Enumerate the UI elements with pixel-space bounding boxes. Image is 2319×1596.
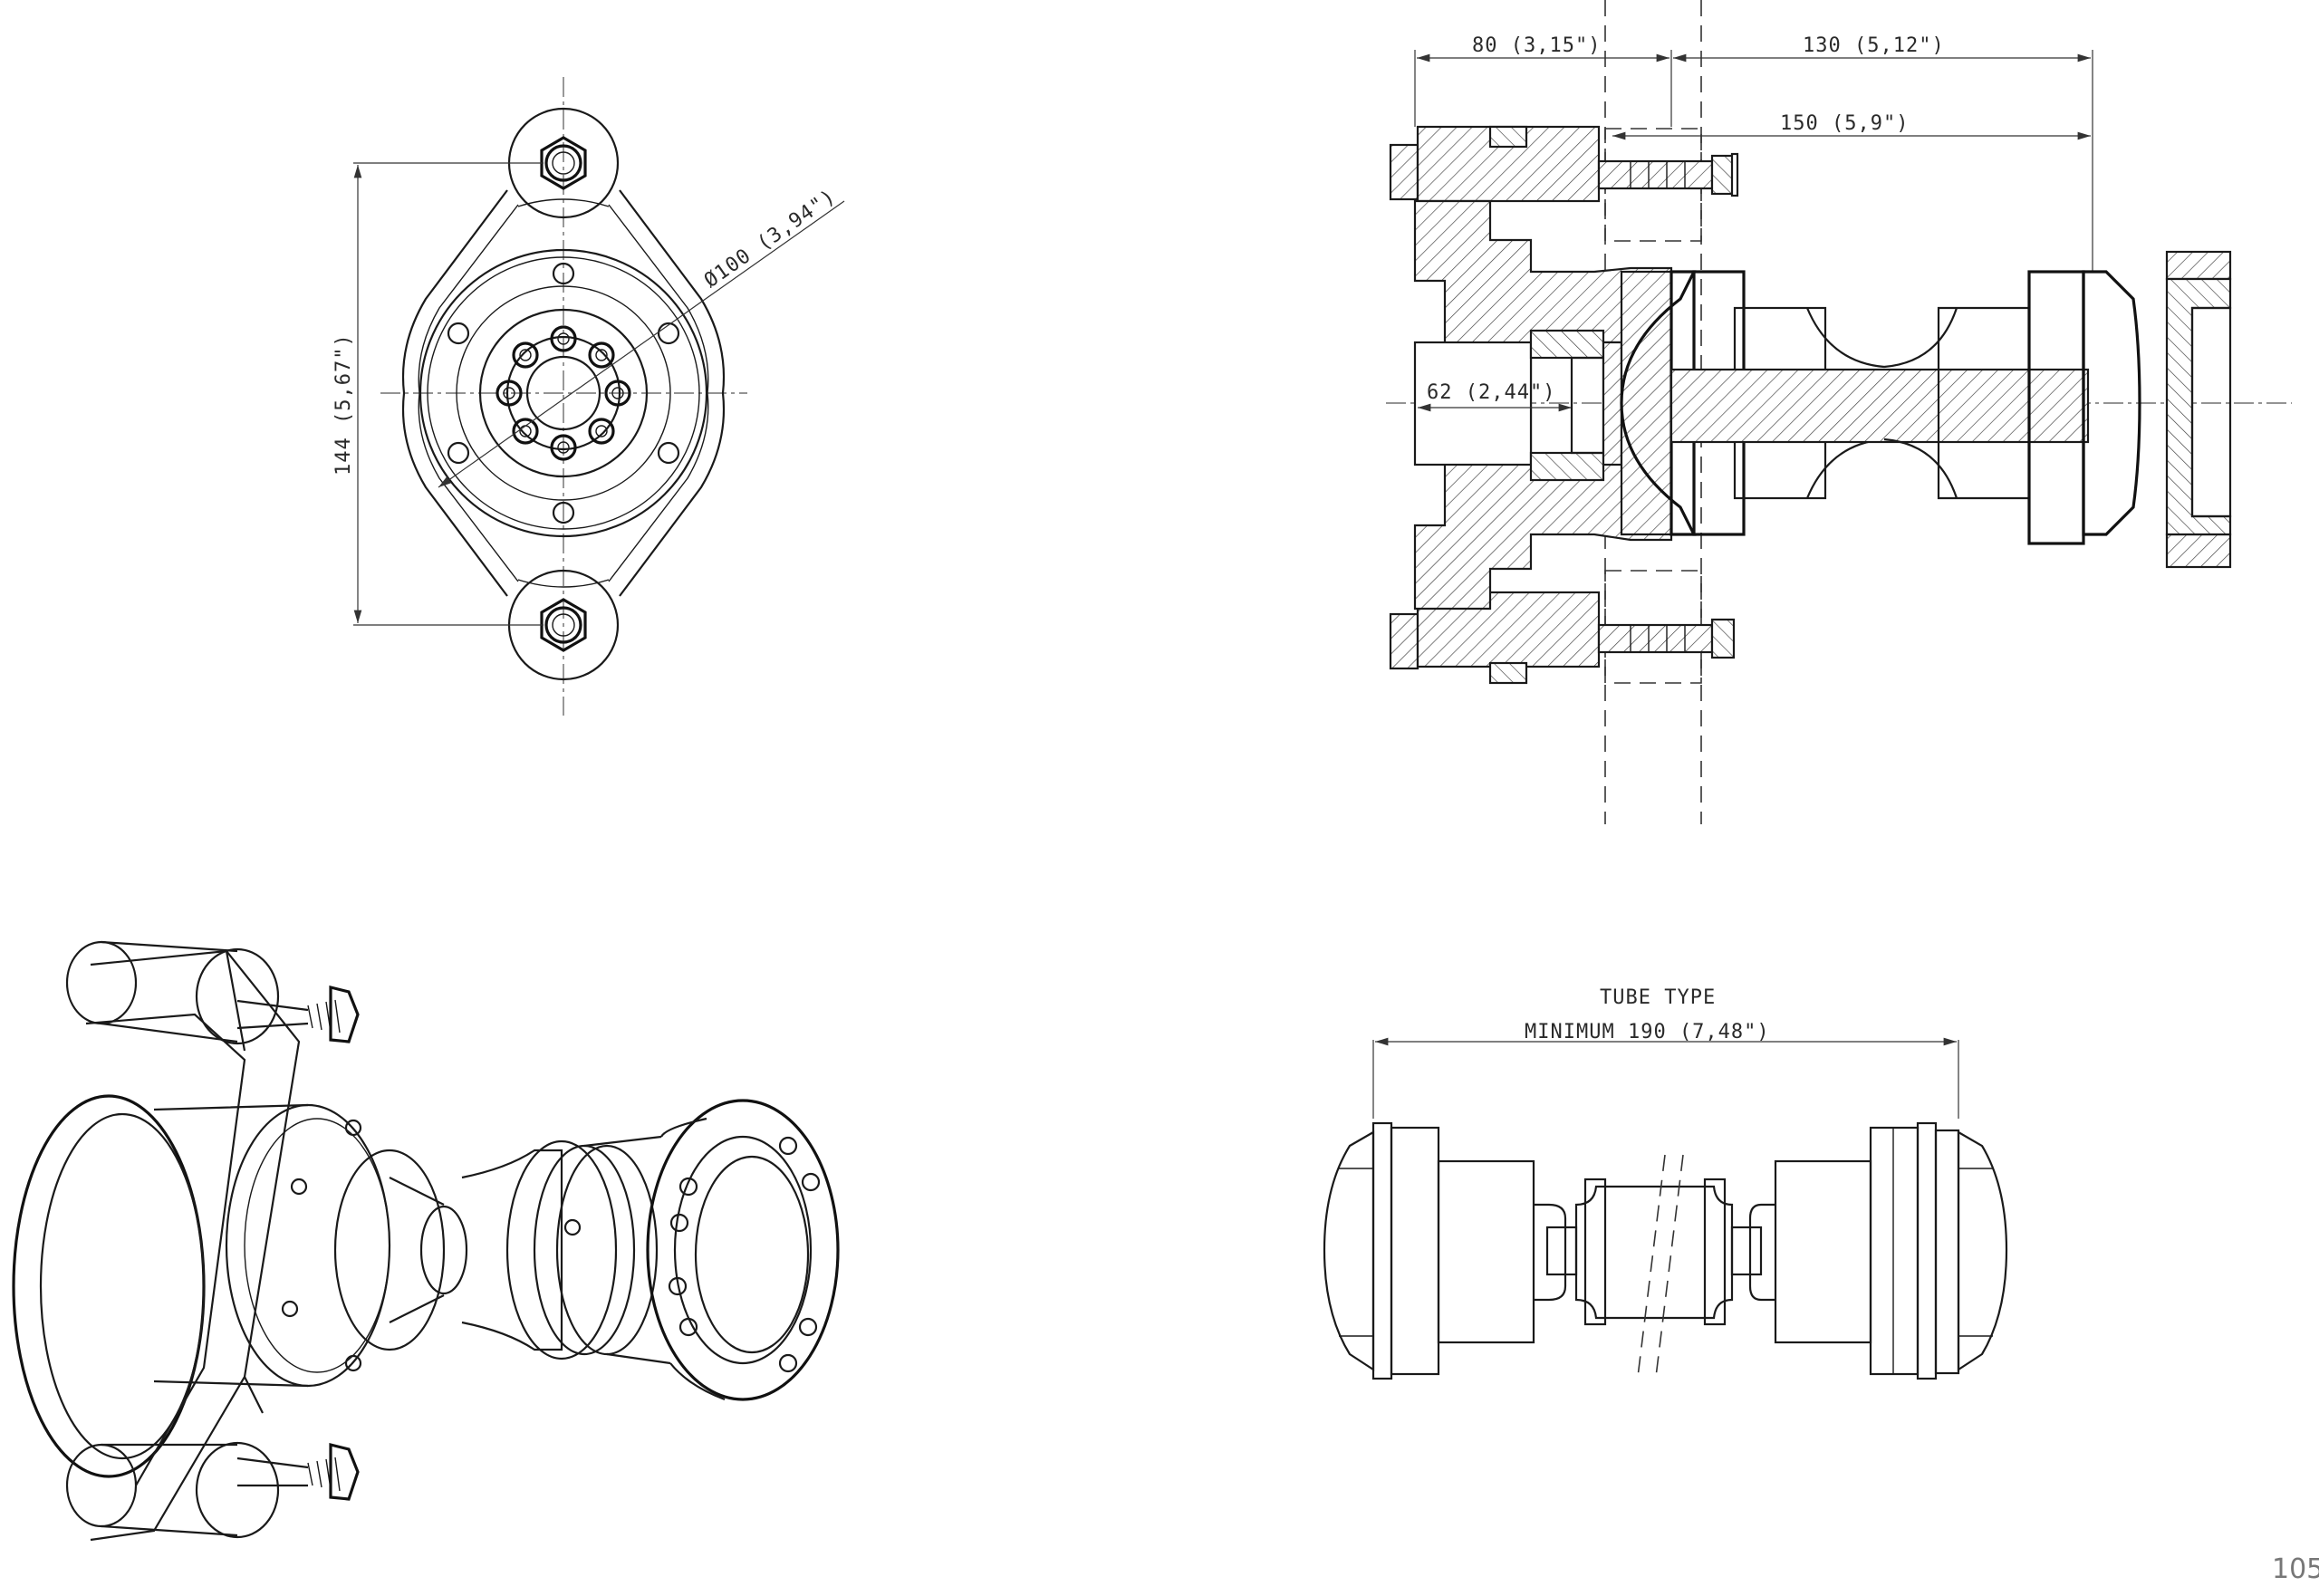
top-bolt-icon — [540, 136, 587, 190]
section-view: 80 (3,15") 130 (5,12") 150 (5,9") 62 (2,… — [1386, 0, 2292, 824]
iso-end-flange — [646, 1099, 840, 1401]
bottom-bolt-icon — [540, 598, 587, 652]
bearing — [1529, 329, 1623, 482]
front-view: 144 (5,67") Ø100 (3,94") — [332, 77, 845, 716]
section-shaft — [1669, 368, 2090, 444]
isometric-view — [12, 940, 840, 1542]
dim-150: 150 (5,9") — [1780, 112, 1909, 135]
dim-80: 80 (3,15") — [1472, 34, 1601, 57]
socket-screws — [496, 325, 631, 461]
tube-middle — [1574, 1154, 1734, 1378]
page-number: 105 — [2272, 1553, 2319, 1585]
section-flange — [1413, 199, 1673, 611]
section-end-flange — [2165, 250, 2232, 569]
iso-bottom-bolt-icon — [236, 1442, 360, 1501]
iso-top-bolt-icon — [236, 985, 360, 1043]
flange-ring-outer — [419, 248, 708, 538]
section-cv-joint-left — [1620, 270, 1697, 536]
dim-62: 62 (2,44") — [1427, 381, 1555, 404]
tube-min-length: MINIMUM 190 (7,48") — [1525, 1021, 1770, 1043]
tube-type-view: TUBE TYPE MINIMUM 190 (7,48") — [1323, 986, 2008, 1380]
section-cv-joint-right — [2082, 270, 2141, 536]
flange-outline — [401, 189, 726, 597]
bolt-circle — [456, 285, 671, 501]
section-top-bolt — [1389, 125, 1739, 203]
tube-type-title: TUBE TYPE — [1600, 986, 1716, 1009]
height-dimension: 144 (5,67") — [332, 333, 355, 476]
section-bottom-bolt — [1389, 591, 1736, 685]
dim-130: 130 (5,12") — [1803, 34, 1945, 57]
diameter-dimension: Ø100 (3,94") — [700, 185, 840, 293]
